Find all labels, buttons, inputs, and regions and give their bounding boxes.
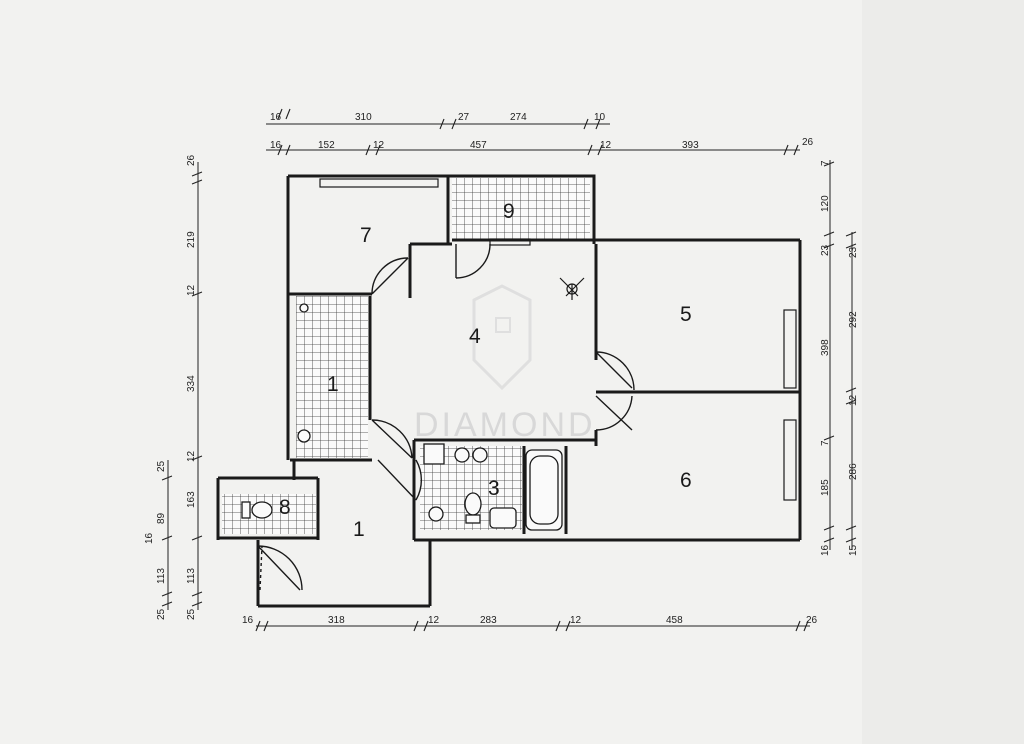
dim-right-outer-4: 15	[848, 544, 859, 556]
dim-left-1: 219	[186, 231, 197, 248]
dim-top1-4: 10	[594, 112, 606, 123]
room-number-8: 8	[279, 496, 291, 519]
dim-left-7: 113	[186, 568, 197, 584]
dim-top2-6: 26	[802, 137, 814, 148]
dim-top2-2: 12	[373, 140, 385, 151]
dim-bottom-6: 26	[806, 615, 818, 626]
dim-left-inner-0: 25	[156, 460, 167, 472]
dim-left-4: 12	[186, 450, 197, 462]
dim-bottom-5: 458	[666, 615, 683, 626]
dim-right-inner-4: 7	[820, 440, 831, 446]
walls	[216, 174, 802, 608]
room-number-1: 1	[353, 518, 365, 541]
room-number-6: 6	[680, 469, 692, 492]
dim-left-2: 12	[186, 284, 197, 296]
dim-left-3: 334	[186, 375, 197, 392]
dimension-ticks	[161, 108, 857, 632]
dim-top1-0: 16	[270, 112, 282, 123]
room-number-5: 5	[680, 303, 692, 326]
windows	[319, 178, 797, 501]
dim-right-inner-2: 23	[820, 244, 831, 256]
dim-left-5: 163	[186, 491, 197, 508]
dim-top2-4: 12	[600, 140, 612, 151]
dim-right-inner-3: 398	[820, 339, 831, 356]
dim-left-inner-3: 25	[156, 608, 167, 620]
dim-top1-3: 274	[510, 112, 527, 123]
dim-right-outer-0: 23	[848, 246, 859, 258]
dim-right-outer-2: 12	[848, 394, 859, 406]
dim-bottom-3: 283	[480, 615, 497, 626]
dim-top2-3: 457	[470, 140, 487, 151]
dim-left-inner-1: 89	[156, 512, 167, 524]
room-number-bath: 1	[327, 373, 339, 396]
fixtures	[241, 303, 563, 531]
dim-right-outer-3: 286	[848, 463, 859, 480]
dim-top1-1: 310	[355, 112, 372, 123]
dim-top2-1: 152	[318, 140, 335, 151]
dim-right-inner-0: 7	[820, 160, 831, 166]
room-9-tiles	[452, 178, 590, 240]
dim-right-inner-5: 185	[820, 479, 831, 496]
dim-right-inner-6: 16	[820, 544, 831, 556]
doors	[257, 243, 635, 591]
dim-bottom-1: 318	[328, 615, 345, 626]
dim-left-6: 16	[144, 532, 155, 544]
dimension-lines	[167, 123, 853, 627]
dim-top1-2: 27	[458, 112, 470, 123]
watermark-logo	[472, 284, 532, 391]
watermark-text: DIAMOND	[414, 406, 596, 444]
dim-top2-5: 393	[682, 140, 699, 151]
dim-left-inner-2: 113	[156, 568, 167, 584]
room-number-3: 3	[488, 477, 500, 500]
dim-bottom-4: 12	[570, 615, 582, 626]
dim-left-0: 26	[186, 154, 197, 166]
dim-top2-0: 16	[270, 140, 282, 151]
dim-bottom-2: 12	[428, 615, 440, 626]
dim-left-8: 25	[186, 608, 197, 620]
room-number-9: 9	[503, 200, 515, 223]
lamp-icon	[559, 277, 585, 300]
room-number-7: 7	[360, 224, 372, 247]
dim-right-inner-1: 120	[820, 195, 831, 212]
dim-bottom-0: 16	[242, 615, 254, 626]
dim-right-outer-1: 292	[848, 311, 859, 328]
room-number-4: 4	[469, 325, 481, 348]
